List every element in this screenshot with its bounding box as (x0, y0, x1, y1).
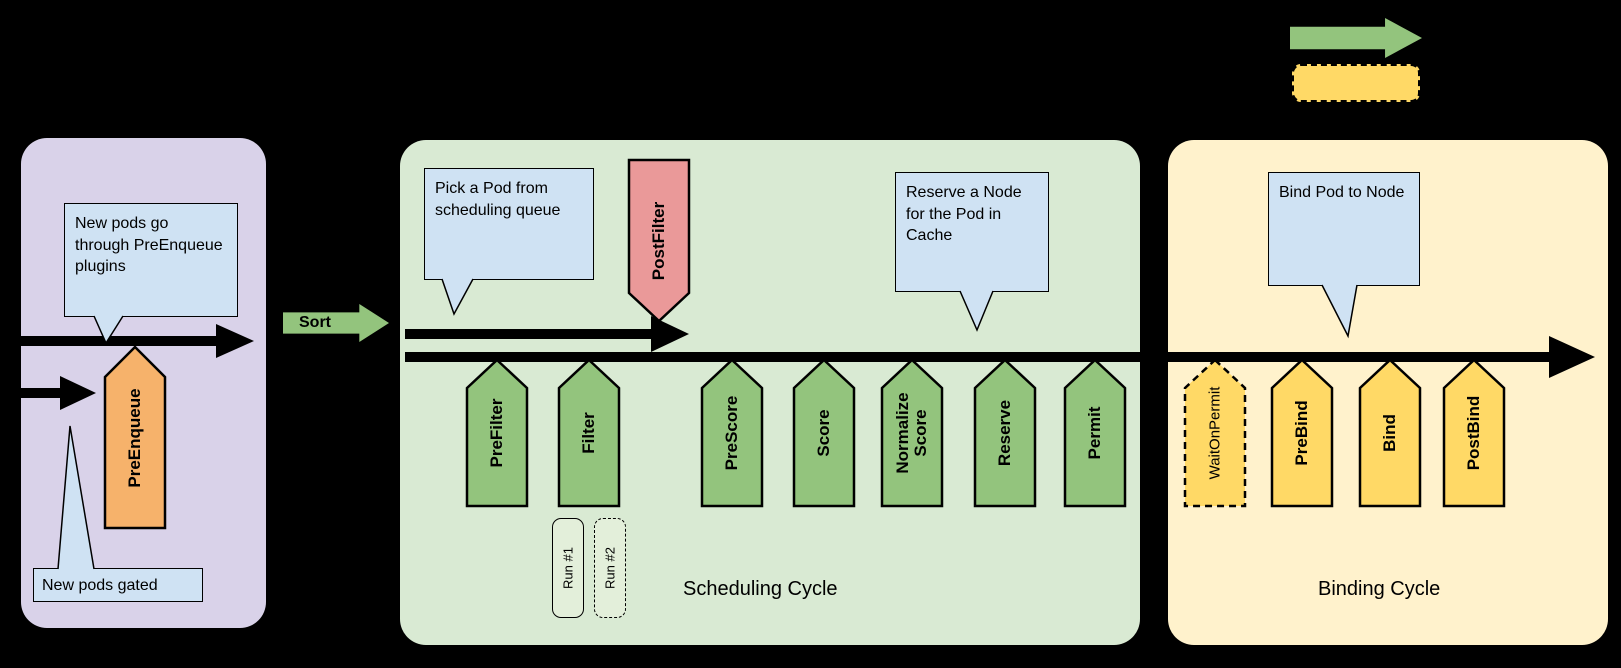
plugin-score: Score (792, 358, 856, 508)
pentagon-arrow-icon (1270, 358, 1334, 508)
plugin-label: Filter (579, 412, 598, 454)
plugin-label: PostBind (1464, 395, 1483, 471)
pentagon-arrow-icon (1358, 358, 1422, 508)
binding-cycle-title: Binding Cycle (1318, 578, 1441, 600)
sort-label: Sort (299, 314, 331, 331)
callout-pick-pod: Pick a Pod from scheduling queue (424, 168, 594, 280)
scheduling-cycle-title: Scheduling Cycle (683, 578, 838, 600)
plugin-label: Permit (1085, 406, 1104, 460)
plugin-label: PreFilter (487, 398, 506, 468)
plugin-pre-filter: PreFilter (465, 358, 529, 508)
plugin-label: PreBind (1292, 400, 1311, 466)
callout-tail-icon (959, 290, 994, 332)
plugin-wait-on-permit: WaitOnPermit (1183, 358, 1247, 508)
plugin-bind: Bind (1358, 358, 1422, 508)
pentagon-arrow-icon (465, 358, 529, 508)
filter-run-2-box: Run #2 (594, 518, 626, 618)
legend-extension-point-arrow-icon (1290, 18, 1422, 58)
plugin-label: PreEnqueue (125, 387, 144, 488)
pentagon-arrow-icon (1183, 358, 1247, 508)
plugin-reserve: Reserve (973, 358, 1037, 508)
plugin-label: WaitOnPermit (1206, 386, 1224, 480)
callout-text: Reserve a Node for the Pod in Cache (906, 184, 1022, 245)
callout-text: New pods gated (42, 577, 158, 594)
pentagon-arrow-icon (1442, 358, 1506, 508)
sort-arrow: Sort (283, 304, 389, 342)
pentagon-arrow-icon (792, 358, 856, 508)
legend-optional-dashed-box-icon (1292, 64, 1420, 102)
plugin-pre-bind: PreBind (1270, 358, 1334, 508)
callout-new-pods-preenqueue: New pods go through PreEnqueue plugins (64, 203, 238, 317)
pentagon-arrow-icon (1063, 358, 1127, 508)
plugin-post-bind: PostBind (1442, 358, 1506, 508)
plugin-pre-enqueue: PreEnqueue (103, 345, 167, 530)
plugin-label: Normalize Score (893, 392, 930, 474)
pod-flow-arrow-shaft (0, 336, 218, 346)
plugin-label: Reserve (995, 399, 1014, 467)
run-label: Run #2 (602, 547, 618, 589)
plugin-label: PreScore (722, 395, 741, 471)
callout-reserve-node: Reserve a Node for the Pod in Cache (895, 172, 1049, 292)
callout-bind-pod: Bind Pod to Node (1268, 172, 1420, 286)
filter-run-1-box: Run #1 (552, 518, 584, 618)
pentagon-arrow-icon (973, 358, 1037, 508)
run-label: Run #1 (560, 547, 576, 589)
pentagon-arrow-icon (557, 358, 621, 508)
callout-tail-icon (441, 278, 474, 316)
callout-new-pods-gated: New pods gated (33, 568, 203, 602)
plugin-filter: Filter (557, 358, 621, 508)
pentagon-arrow-icon (103, 345, 167, 530)
queue-pop-arrow-shaft (405, 329, 653, 339)
pentagon-arrow-icon (700, 358, 764, 508)
callout-tail-icon (57, 425, 95, 570)
callout-tail-icon (93, 315, 124, 345)
plugin-permit: Permit (1063, 358, 1127, 508)
plugin-label: PostFilter (649, 201, 668, 280)
plugin-normalize-score: Normalize Score (880, 358, 944, 508)
pentagon-arrow-icon (627, 158, 691, 323)
plugin-label: Bind (1380, 414, 1399, 452)
main-cycle-arrow-shaft (405, 352, 1551, 362)
gated-pod-arrow-shaft (0, 388, 62, 398)
callout-text: Bind Pod to Node (1279, 184, 1405, 201)
plugin-label: Score (814, 409, 833, 457)
callout-text: New pods go through PreEnqueue plugins (75, 215, 223, 276)
callout-tail-icon (1321, 284, 1358, 339)
pentagon-arrow-icon (880, 358, 944, 508)
plugin-pre-score: PreScore (700, 358, 764, 508)
plugin-post-filter: PostFilter (627, 158, 691, 323)
callout-text: Pick a Pod from scheduling queue (435, 180, 561, 219)
